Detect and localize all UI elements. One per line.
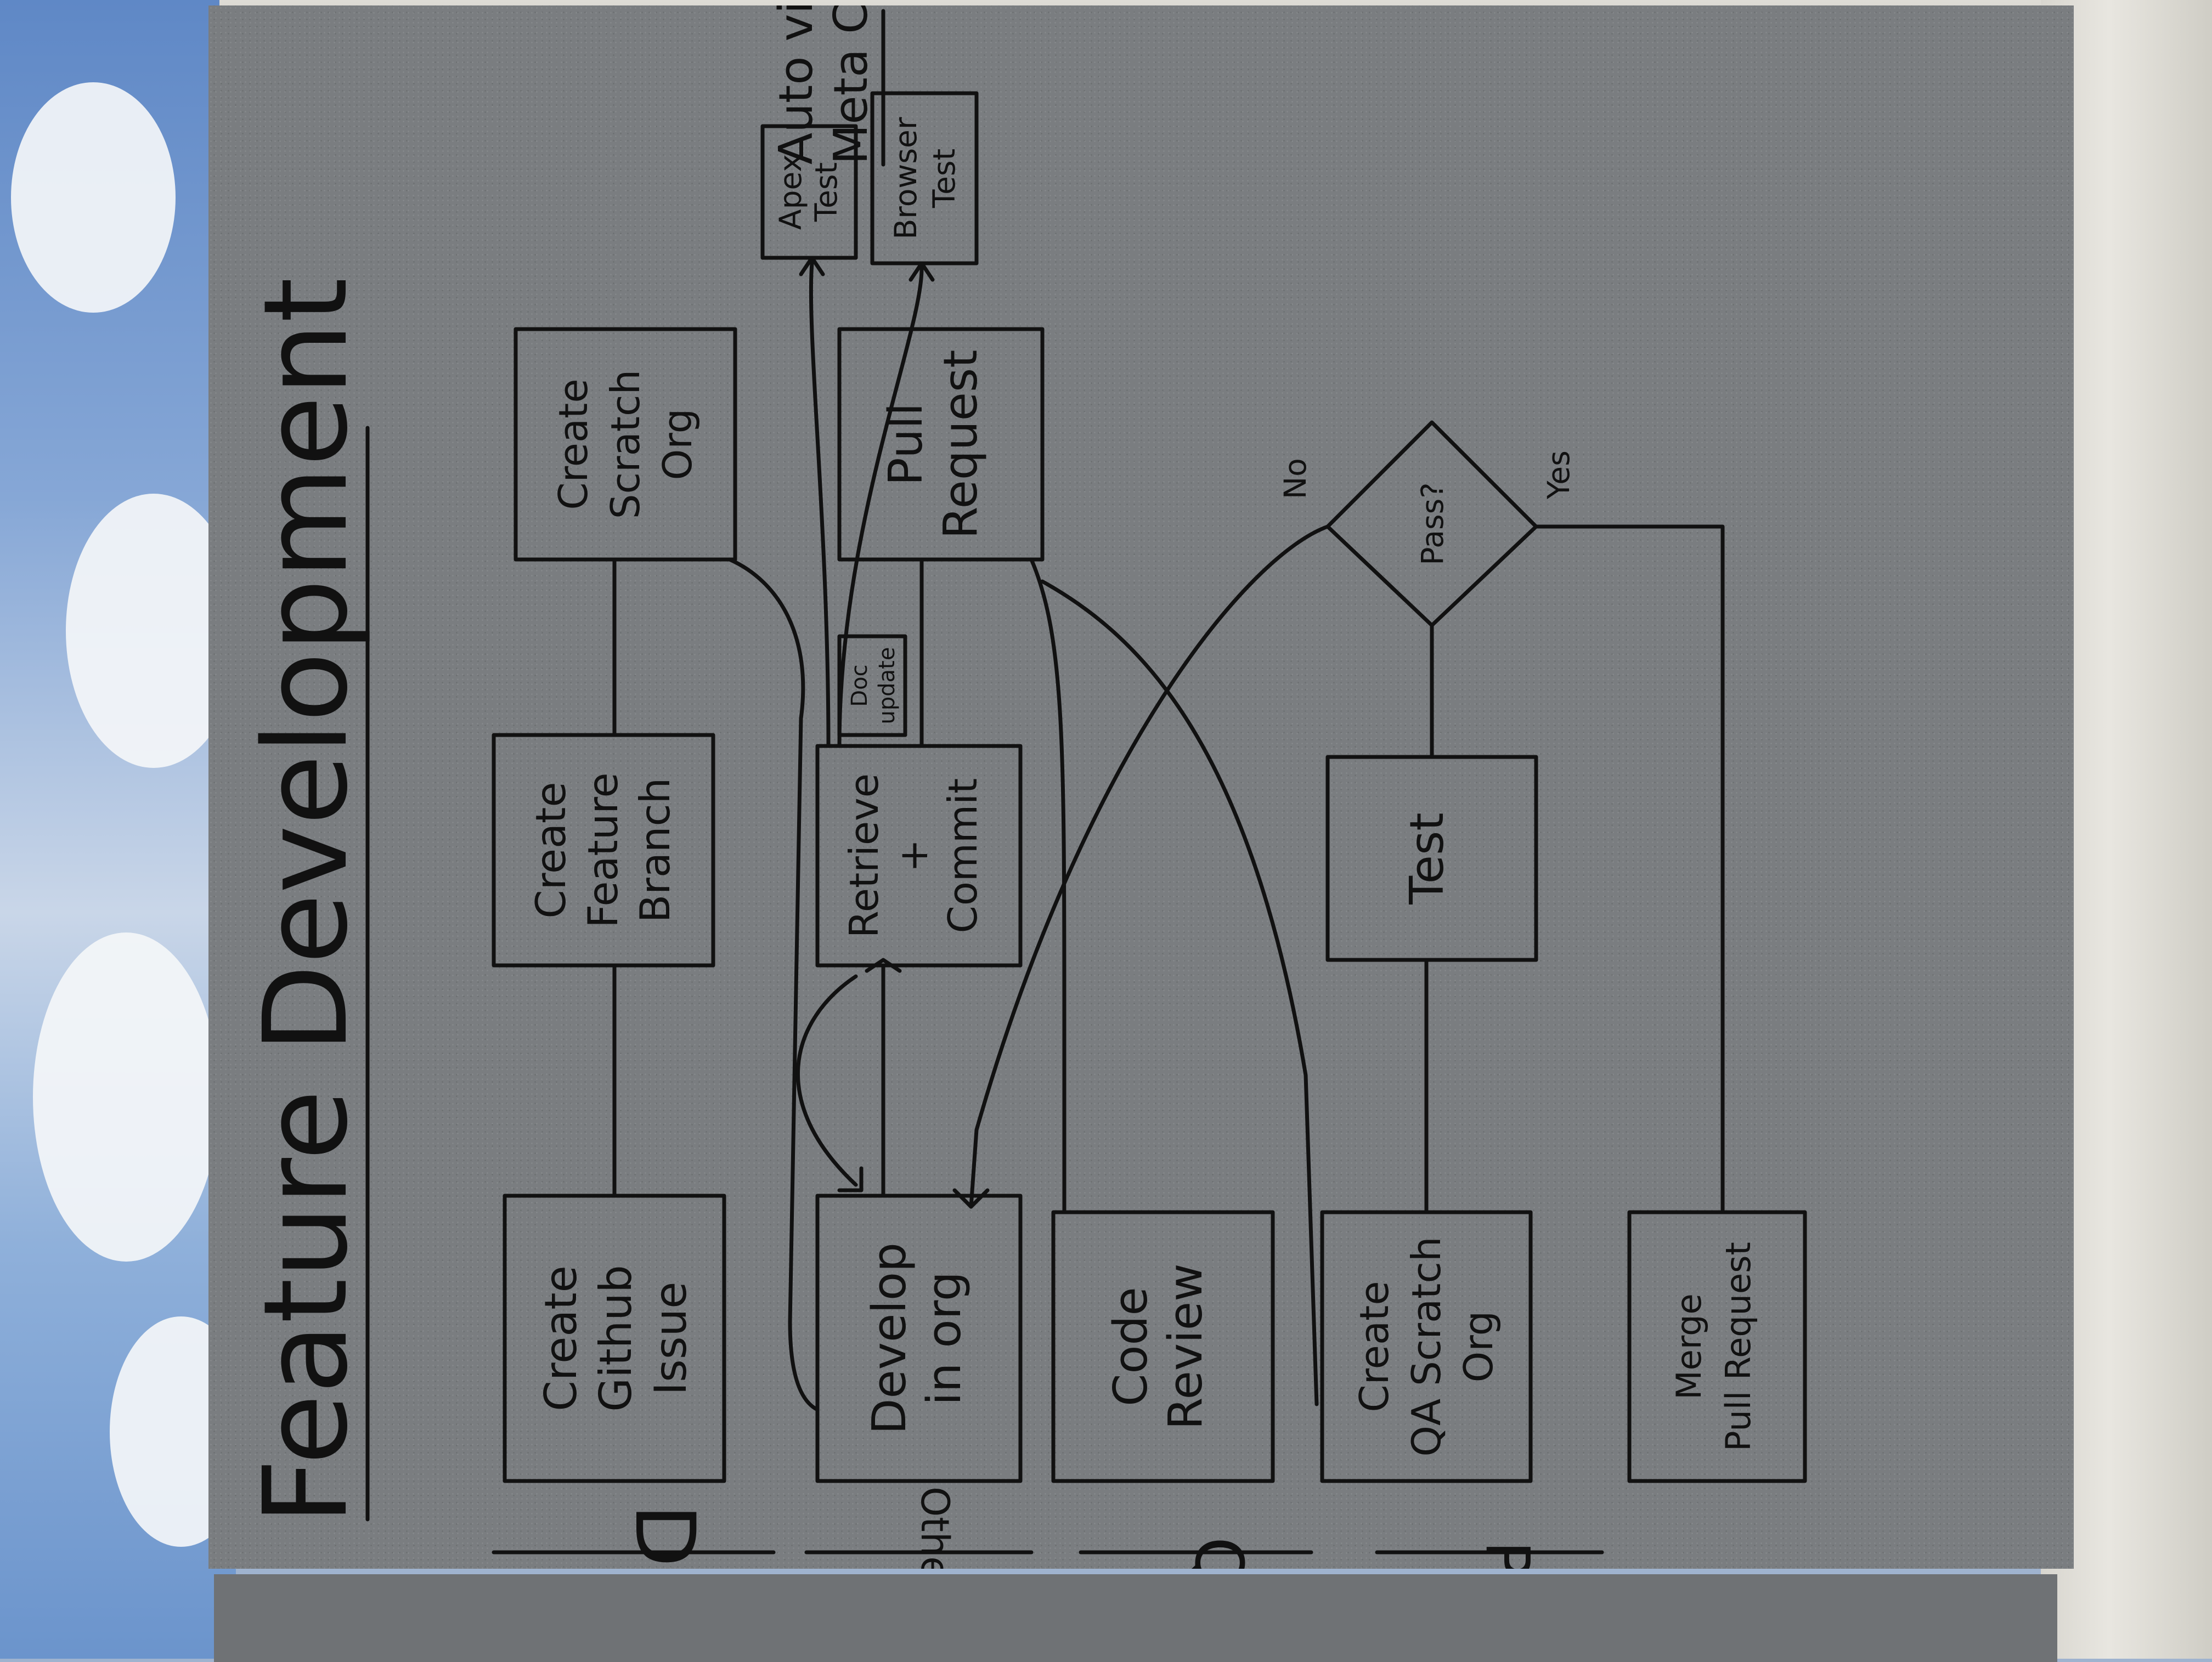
svg-text:Retrieve: Retrieve xyxy=(841,773,887,938)
arrowhead xyxy=(909,261,935,282)
edge-no-to-develop xyxy=(969,524,1330,1209)
poster-board xyxy=(208,5,2074,1569)
node-browser-test: Browser Test xyxy=(870,91,979,265)
edge-scratch-to-develop xyxy=(727,557,820,1412)
svg-text:Test: Test xyxy=(809,162,844,222)
svg-text:Commit: Commit xyxy=(940,778,986,934)
svg-text:Create: Create xyxy=(535,1265,586,1411)
svg-text:Request: Request xyxy=(934,349,988,539)
node-create-qa-scratch-org: Create QA Scratch Org xyxy=(1320,1210,1533,1483)
flowchart-diagram: Feature Development Dev Other Dev QA PM … xyxy=(239,5,1807,1569)
node-pass-decision: Pass? xyxy=(1325,420,1538,628)
arrowhead xyxy=(799,256,825,276)
svg-text:in org: in org xyxy=(917,1271,972,1405)
edge-label-no: No xyxy=(1278,458,1313,499)
lane-label-qa: QA xyxy=(1180,1537,1256,1569)
node-create-scratch-org: Create Scratch Org xyxy=(514,327,737,562)
svg-text:Branch: Branch xyxy=(631,778,679,923)
svg-text:Auto via: Auto via xyxy=(769,5,823,165)
svg-text:Meta CI: Meta CI xyxy=(824,5,878,165)
node-develop-in-org: Develop in org xyxy=(815,1194,1023,1483)
auto-via-meta-ci-note: Auto via Meta CI xyxy=(769,5,885,167)
svg-text:+: + xyxy=(890,839,936,872)
svg-text:Test: Test xyxy=(927,149,962,208)
edge-to-apex-test xyxy=(809,261,831,748)
edge-label-yes: Yes xyxy=(1541,450,1576,500)
svg-text:Create: Create xyxy=(527,782,575,918)
lane-label-pm: PM xyxy=(1472,1541,1543,1569)
node-create-feature-branch: Create Feature Branch xyxy=(492,733,715,968)
edge-pr-to-code-review xyxy=(1029,557,1066,1214)
svg-text:Org: Org xyxy=(654,409,701,480)
svg-text:Github: Github xyxy=(590,1265,641,1412)
svg-text:Issue: Issue xyxy=(645,1282,696,1395)
svg-text:Apex: Apex xyxy=(773,154,808,230)
svg-text:Pull Request: Pull Request xyxy=(1718,1242,1758,1451)
node-retrieve-commit: Retrieve + Commit xyxy=(815,744,1023,968)
svg-text:Doc: Doc xyxy=(847,664,872,706)
node-code-review: Code Review xyxy=(1051,1210,1275,1483)
lane-label-dev: Dev xyxy=(617,1504,712,1569)
svg-text:Create: Create xyxy=(550,378,596,510)
svg-text:Feature: Feature xyxy=(579,772,627,928)
svg-text:Pull: Pull xyxy=(879,403,933,486)
diagram-title: Feature Development xyxy=(239,278,373,1525)
svg-text:Code: Code xyxy=(1104,1287,1158,1406)
edge-pr-to-qa-org xyxy=(1040,579,1319,1406)
node-merge-pull-request: Merge Pull Request xyxy=(1627,1210,1807,1483)
edge-retrieve-loop xyxy=(796,974,858,1187)
svg-text:Pass?: Pass? xyxy=(1415,483,1450,566)
edge-yes-to-merge xyxy=(1534,524,1725,1214)
svg-text:QA Scratch: QA Scratch xyxy=(1403,1236,1449,1456)
cloud xyxy=(11,82,176,313)
cloud xyxy=(33,932,219,1262)
node-pull-request: Pull Request xyxy=(837,327,1045,562)
svg-text:Org: Org xyxy=(1455,1311,1502,1383)
svg-text:Scratch: Scratch xyxy=(602,370,648,519)
svg-text:Test: Test xyxy=(1400,812,1454,905)
node-create-github-issue: Create Github Issue xyxy=(503,1194,726,1483)
svg-text:Create: Create xyxy=(1351,1281,1397,1412)
lane-label-other-dev: Other Dev xyxy=(912,1486,957,1569)
node-test: Test xyxy=(1325,755,1538,962)
edge-to-browser-test xyxy=(837,267,924,748)
node-doc-update: Doc update xyxy=(837,634,907,737)
lane-labels: Dev Other Dev QA PM xyxy=(492,1486,1604,1569)
node-apex-test: Apex Test xyxy=(760,124,858,260)
svg-text:Browser: Browser xyxy=(888,117,923,239)
second-poster-board xyxy=(214,1574,2057,1662)
svg-text:Review: Review xyxy=(1159,1263,1213,1429)
svg-text:Merge: Merge xyxy=(1669,1293,1709,1400)
svg-text:Develop: Develop xyxy=(862,1242,917,1434)
arrowhead xyxy=(952,1188,990,1209)
arrowhead xyxy=(837,1166,864,1192)
svg-text:update: update xyxy=(874,647,900,725)
